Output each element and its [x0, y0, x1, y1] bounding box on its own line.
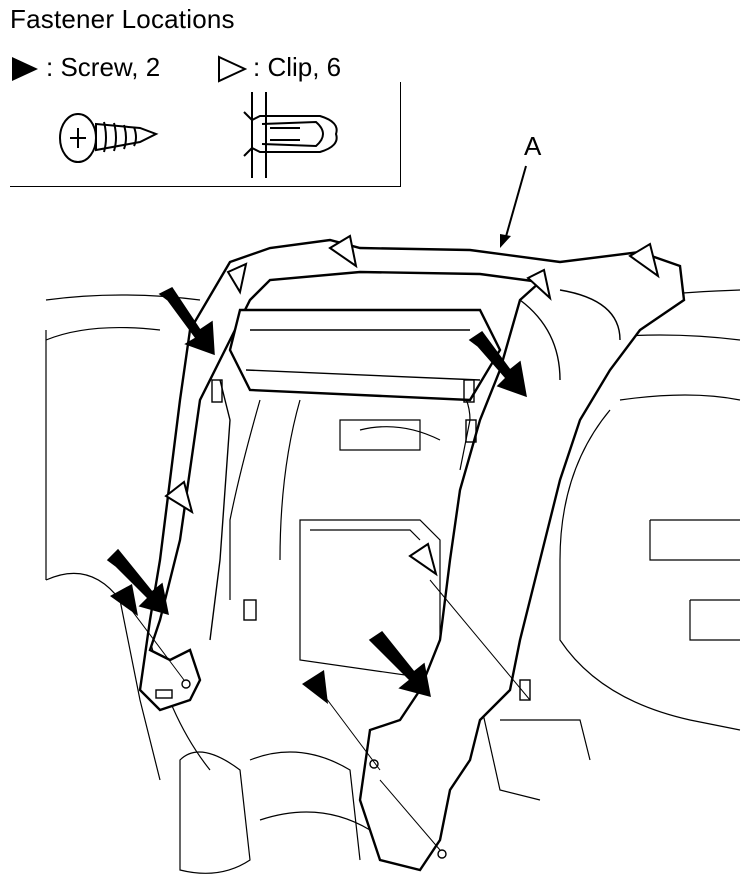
arrow-icon [468, 330, 527, 398]
clip-markers [164, 234, 660, 577]
arrow-icon [106, 548, 169, 616]
arrow-icon [368, 630, 431, 698]
callout-label-a: A [524, 131, 542, 161]
screw-markers [110, 584, 328, 704]
removal-arrows [106, 287, 527, 698]
legend-clip-label: : Clip, 6 [253, 52, 342, 82]
clip-marker-icon [328, 234, 358, 269]
legend-screw: : Screw, 2 [10, 52, 160, 83]
arrow-icon [158, 287, 215, 356]
guide-lines [123, 579, 531, 851]
clip-marker-icon [408, 542, 438, 577]
clip-illustration-icon [243, 92, 338, 178]
clip-symbol-icon [218, 55, 247, 83]
screw-illustration-icon [59, 113, 159, 163]
clip-marker-icon [226, 262, 248, 295]
clip-marker-icon [526, 268, 552, 301]
screw-marker-icon [110, 584, 138, 616]
legend-clip: : Clip, 6 [217, 52, 341, 83]
legend-box [10, 82, 401, 187]
center-trim-panel-a [138, 238, 686, 872]
figure-title: Fastener Locations [10, 4, 235, 34]
screw-marker-icon [302, 670, 328, 704]
clip-marker-icon [628, 242, 660, 279]
clip-marker-icon [164, 480, 194, 515]
callout-a-leader [500, 165, 527, 248]
legend-screw-label: : Screw, 2 [46, 52, 161, 82]
screw-symbol-icon [12, 57, 38, 82]
